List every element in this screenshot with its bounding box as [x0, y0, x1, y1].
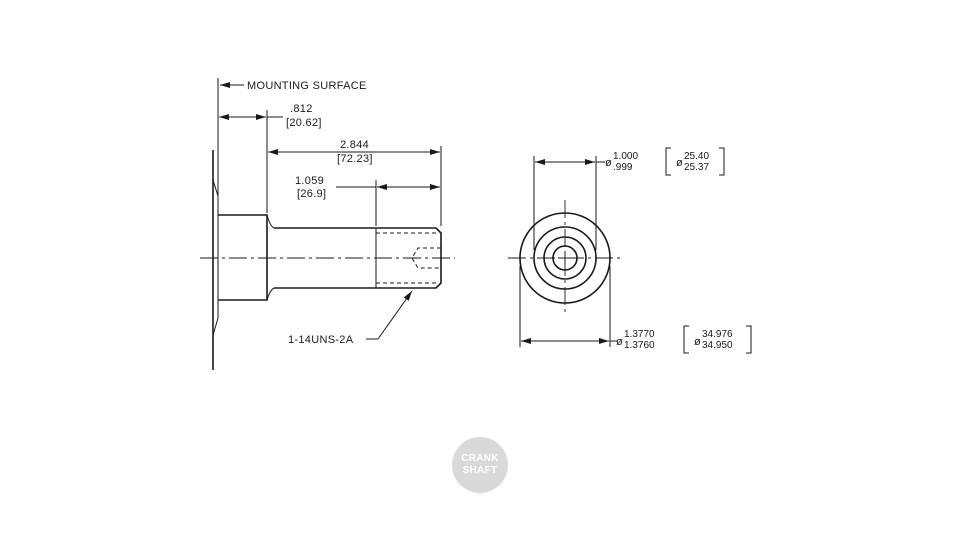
end-view: ø 1.000 .999 ø 25.40 25.37 ø 1.3770 1.37…: [508, 147, 752, 354]
dim-2844-in: 2.844: [340, 139, 369, 151]
dim-1377-mm-min: 34.950: [702, 340, 733, 351]
logo-line2: SHAFT: [462, 465, 498, 476]
logo-line1: CRANK: [461, 453, 499, 464]
dim-1000-mm-symbol: ø: [676, 157, 683, 169]
dim-1000-mm-max: 25.40: [684, 151, 709, 162]
socket-hidden: [411, 247, 441, 269]
dim-1000-bracket-right: [719, 147, 725, 176]
dim-1377-bracket-left: [683, 325, 689, 354]
crankshaft-logo: CRANK SHAFT: [452, 437, 508, 493]
dim-1000-bracket-left: [665, 147, 671, 176]
shoulder-fillet: [266, 214, 275, 301]
shoulder-body: [218, 214, 268, 301]
dim-2844-mm: [72.23]: [337, 153, 373, 165]
dim-1000-symbol: ø: [605, 157, 612, 169]
thread-leader-diag: [377, 290, 413, 340]
dim-1059-mm: [26.9]: [297, 188, 326, 200]
dim-1000-in-max: 1.000: [613, 151, 638, 162]
dim-812-mm: [20.62]: [286, 117, 322, 129]
thread-spec-label: 1-14UNS-2A: [288, 334, 354, 346]
dim-812-in: .812: [290, 103, 313, 115]
side-view: MOUNTING SURFACE .812 [20.62] 2.844 [72.…: [200, 78, 455, 370]
dim-1377-symbol: ø: [616, 336, 623, 348]
dim-1377-in-max: 1.3770: [624, 329, 655, 340]
dim-1377-mm-symbol: ø: [694, 336, 701, 348]
dim-1000-in-min: .999: [613, 162, 633, 173]
dim-1377-in-min: 1.3760: [624, 340, 655, 351]
dim-1000-mm-min: 25.37: [684, 162, 709, 173]
dim-1377-bracket-right: [746, 325, 752, 354]
dim-1377-mm-max: 34.976: [702, 329, 733, 340]
flange-taper: [212, 179, 219, 336]
dim-1059-in: 1.059: [295, 175, 324, 187]
mounting-surface-label: MOUNTING SURFACE: [247, 80, 367, 92]
